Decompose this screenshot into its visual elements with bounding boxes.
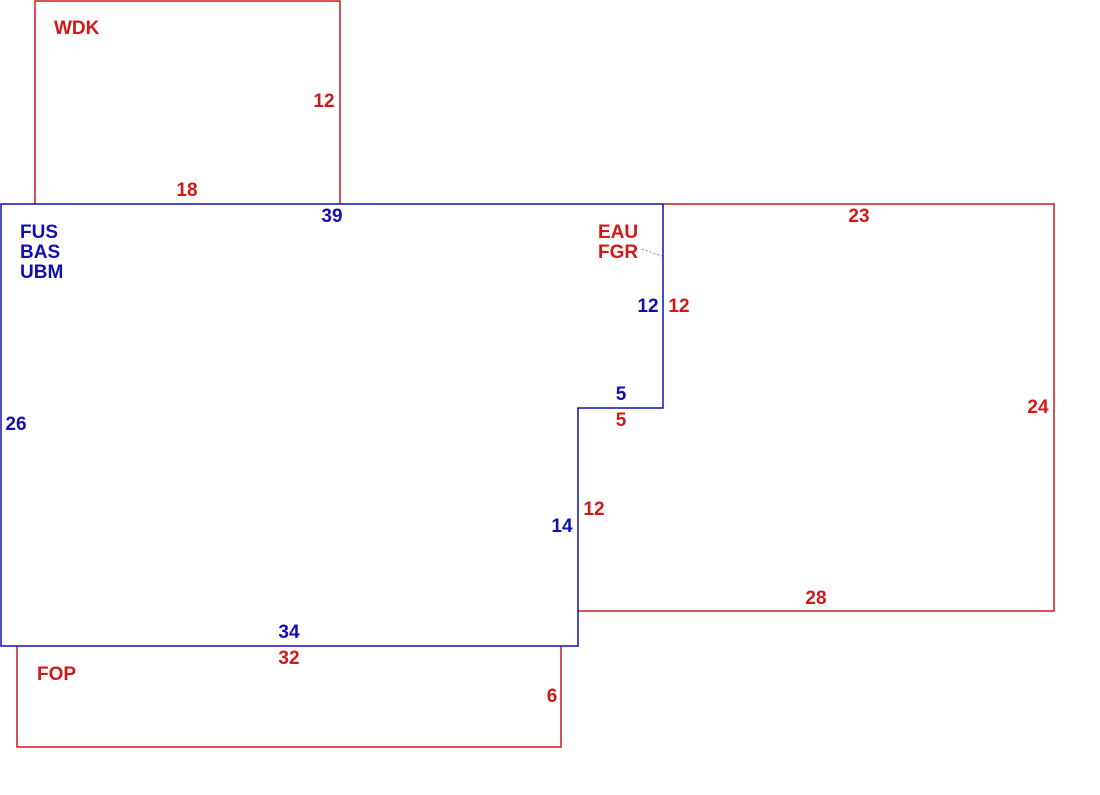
fgr-label: FGR	[598, 242, 638, 263]
eau-dim-notch: 5	[616, 410, 627, 431]
fop-label: FOP	[37, 664, 76, 685]
eau-label: EAU	[598, 222, 638, 243]
eau-dim-right: 24	[1027, 397, 1049, 418]
main-area-outline	[0, 203, 664, 647]
main-label-bas: BAS	[20, 242, 60, 263]
main-dim-right-lower: 14	[551, 516, 573, 537]
eau-dim-left-lower: 12	[583, 499, 604, 520]
fop-dim-top: 32	[278, 648, 299, 669]
wdk-label: WDK	[54, 18, 100, 39]
main-dim-right-upper: 12	[637, 296, 658, 317]
main-dim-bottom: 34	[278, 622, 300, 643]
eau-leader-line	[641, 248, 663, 257]
fop-dim-right: 6	[547, 686, 558, 707]
main-label-fus: FUS	[20, 222, 58, 243]
wdk-dim-bottom: 18	[176, 180, 197, 201]
main-dim-left: 26	[5, 414, 26, 435]
wdk-outline	[34, 0, 341, 204]
eau-outline	[578, 203, 1055, 612]
eau-dim-top: 23	[848, 206, 869, 227]
fop-outline	[16, 646, 562, 748]
main-label-ubm: UBM	[20, 262, 63, 283]
eau-dim-bottom: 28	[805, 588, 826, 609]
wdk-dim-right: 12	[313, 91, 334, 112]
main-dim-notch-top: 5	[616, 384, 627, 405]
eau-dim-left-upper: 12	[668, 296, 689, 317]
main-dim-top: 39	[321, 206, 342, 227]
